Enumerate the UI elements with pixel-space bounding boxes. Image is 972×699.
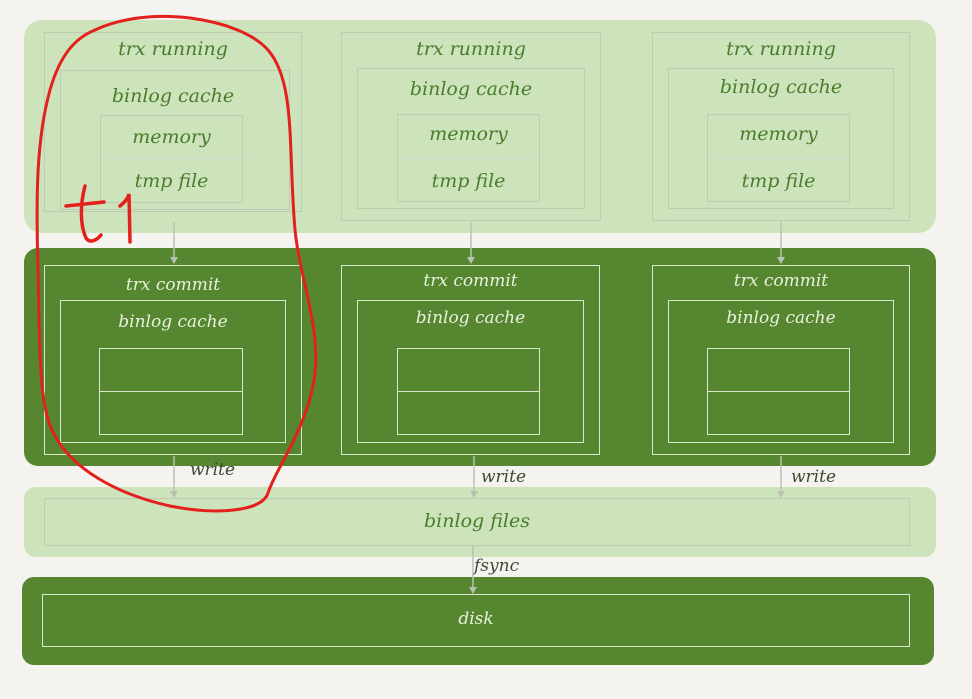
binlog-cache-label-3: binlog cache	[719, 76, 843, 98]
trx-running-title-2: trx running	[416, 38, 526, 60]
tmp-file-label-3: tmp file	[741, 170, 816, 192]
commit-slot-divider-2	[398, 391, 539, 392]
disk-panel	[22, 577, 934, 665]
fsync-label: fsync	[474, 556, 520, 576]
commit-cache-slots-1	[99, 348, 243, 435]
memory-label-3: memory	[739, 123, 818, 145]
trx-running-box-3	[652, 32, 910, 221]
commit-cache-label-2: binlog cache	[415, 308, 526, 328]
memory-tmp-box-2	[397, 114, 540, 202]
memory-tmp-box-3	[707, 114, 850, 202]
tmp-file-label-2: tmp file	[431, 170, 506, 192]
disk-box	[42, 594, 910, 647]
tmp-file-label-1: tmp file	[134, 170, 209, 192]
trx-commit-title-3: trx commit	[733, 271, 829, 291]
binlog-files-label: binlog files	[424, 510, 530, 532]
trx-commit-box-2	[341, 265, 600, 455]
disk-label: disk	[458, 609, 494, 629]
trx-running-title-1: trx running	[118, 38, 228, 60]
trx-running-box-2	[341, 32, 601, 221]
commit-slot-divider-1	[100, 391, 242, 392]
commit-cache-slots-3	[707, 348, 850, 435]
trx-commit-title-2: trx commit	[423, 271, 518, 291]
binlog-cache-box-2	[357, 68, 585, 209]
memory-tmp-divider-2	[398, 158, 539, 159]
write-label-3: write	[791, 467, 837, 487]
binlog-files-box	[44, 498, 910, 546]
commit-cache-slots-2	[397, 348, 540, 435]
memory-label-2: memory	[429, 123, 508, 145]
trx-commit-title-1: trx commit	[125, 275, 221, 295]
commit-cache-label-1: binlog cache	[118, 312, 228, 332]
write-label-2: write	[481, 467, 527, 487]
binlog-cache-label-2: binlog cache	[409, 78, 533, 100]
binlog-cache-box-3	[668, 68, 894, 209]
memory-label-1: memory	[132, 126, 211, 148]
binlog-cache-label-1: binlog cache	[111, 85, 235, 107]
commit-cache-box-2	[357, 300, 584, 443]
commit-cache-box-3	[668, 300, 894, 443]
commit-slot-divider-3	[708, 391, 849, 392]
memory-tmp-divider-3	[708, 158, 849, 159]
memory-tmp-divider-1	[101, 159, 242, 160]
trx-commit-box-3	[652, 265, 910, 455]
commit-cache-label-3: binlog cache	[726, 308, 836, 328]
write-label-1: write	[190, 460, 236, 480]
trx-running-title-3: trx running	[726, 38, 836, 60]
